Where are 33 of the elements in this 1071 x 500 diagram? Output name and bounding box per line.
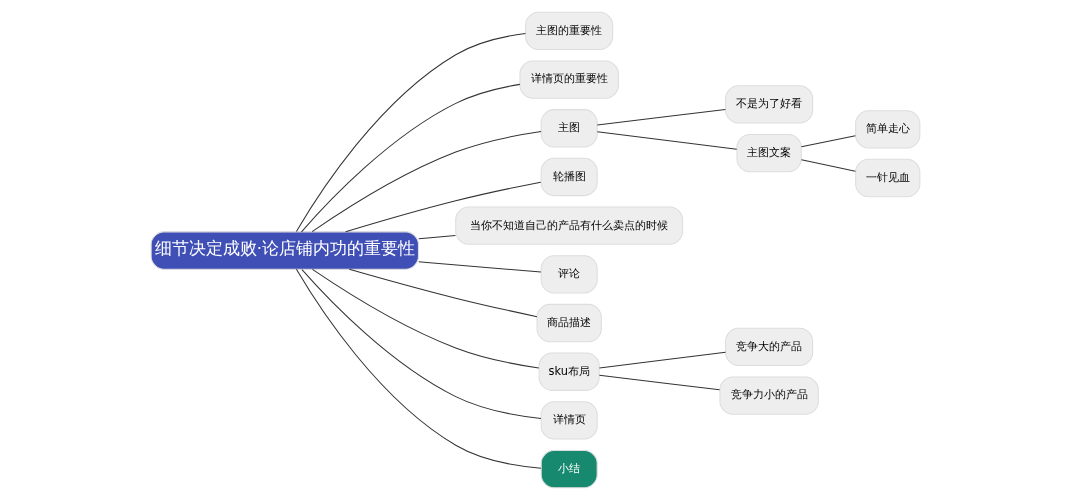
node-box: 评论 bbox=[540, 255, 598, 294]
connector bbox=[295, 32, 526, 233]
node-box: 不是为了好看 bbox=[725, 85, 814, 124]
connector bbox=[418, 261, 542, 273]
connector bbox=[295, 268, 542, 469]
node-box: 竞争大的产品 bbox=[725, 327, 814, 367]
connector bbox=[598, 351, 727, 369]
node-box: 主图 bbox=[540, 109, 598, 148]
node-box: 详情页 bbox=[540, 401, 598, 440]
connector bbox=[800, 135, 856, 148]
node-box: 轮播图 bbox=[540, 157, 598, 197]
connector bbox=[311, 268, 540, 369]
connector bbox=[311, 131, 542, 233]
node-box: 主图文案 bbox=[736, 133, 802, 173]
connector bbox=[345, 181, 542, 233]
node-box: 主图的重要性 bbox=[525, 11, 614, 51]
node-box: 简单走心 bbox=[855, 110, 921, 149]
node-box: 商品描述 bbox=[536, 303, 602, 343]
node-box: sku布局 bbox=[538, 352, 600, 391]
connector bbox=[301, 83, 521, 233]
node-box: 一针见血 bbox=[855, 158, 921, 198]
connector bbox=[800, 159, 856, 172]
connector bbox=[301, 269, 542, 419]
connector bbox=[596, 131, 738, 150]
connector bbox=[418, 235, 456, 240]
node-box: 当你不知道自己的产品有什么卖点的时候 bbox=[455, 206, 684, 245]
connector bbox=[348, 268, 538, 318]
node-box: 竞争力小的产品 bbox=[719, 376, 819, 415]
connector bbox=[598, 374, 721, 391]
connector bbox=[596, 109, 726, 126]
node-box: 详情页的重要性 bbox=[519, 60, 619, 99]
node-box: 小结 bbox=[540, 449, 598, 489]
node-box: 细节决定成败·论店铺内功的重要性 bbox=[150, 231, 419, 270]
